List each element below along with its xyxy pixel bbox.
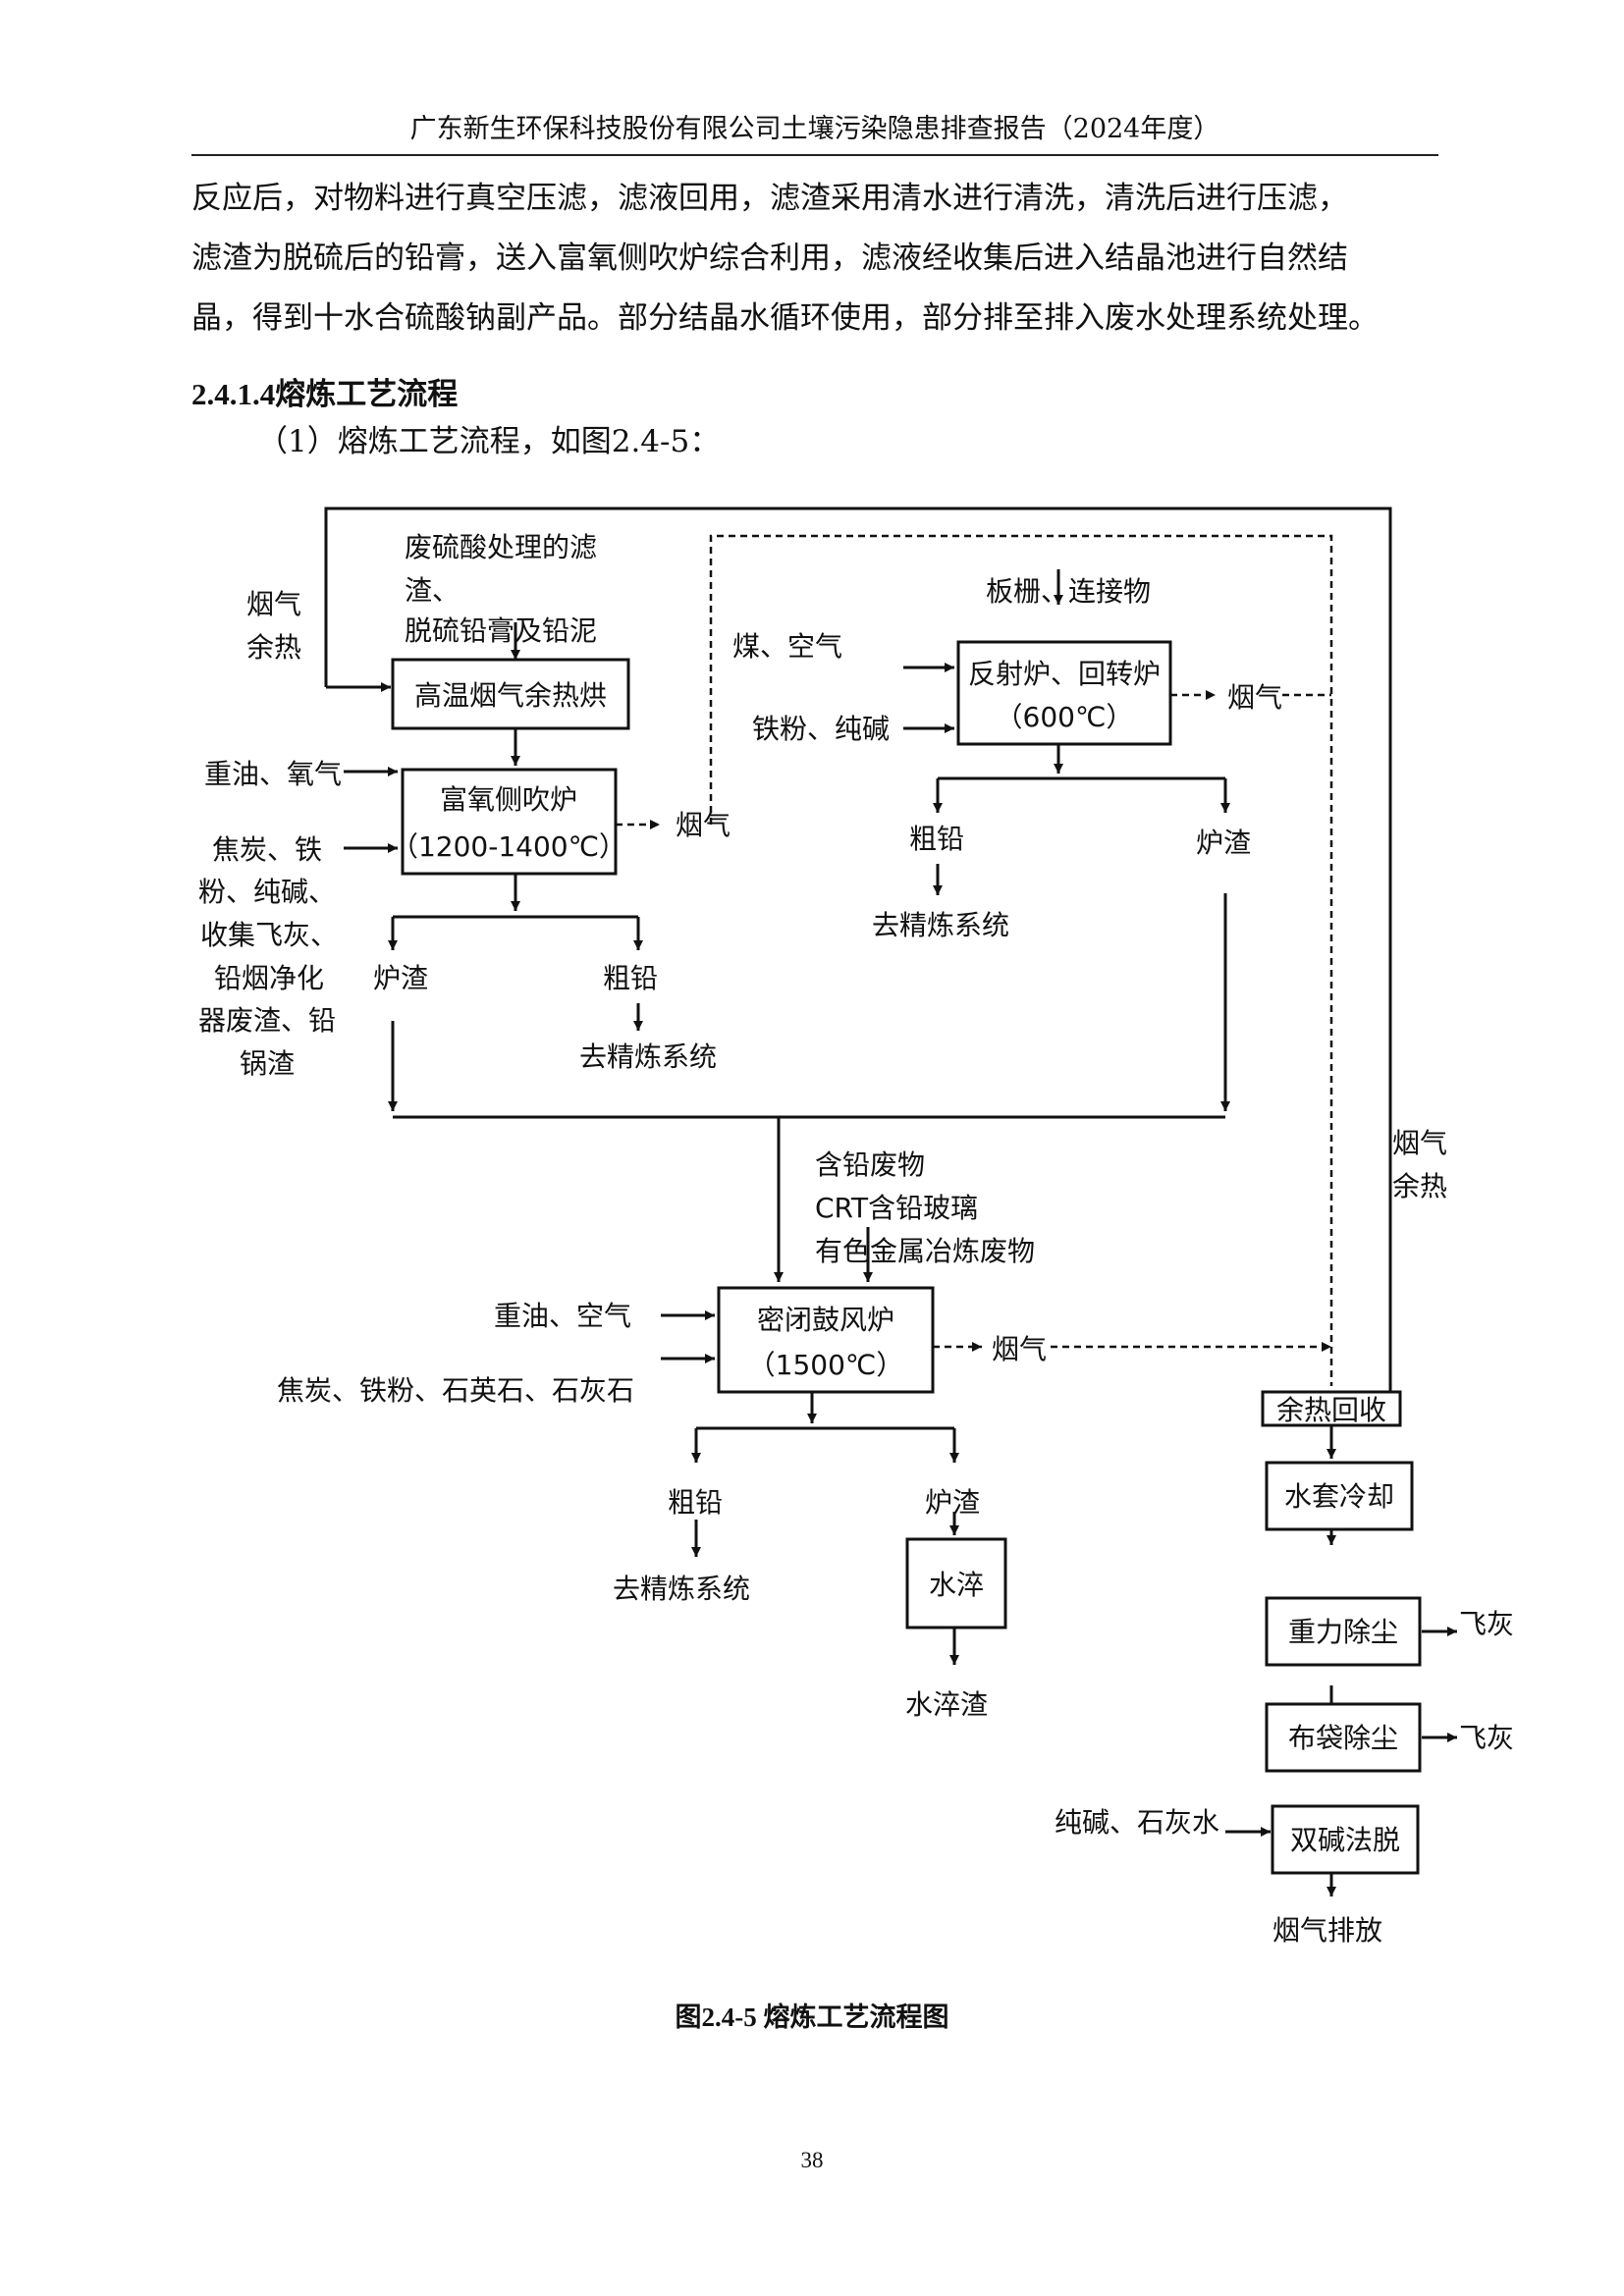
dual-alkali-label: 双碱法脱 bbox=[1290, 1824, 1400, 1856]
coke-input-label: 粉、纯碱、 bbox=[198, 876, 336, 908]
side-blown-furnace-box bbox=[401, 768, 618, 876]
quench-slag-label: 水淬渣 bbox=[905, 1688, 988, 1721]
refine-side-label: 去精炼系统 bbox=[579, 1041, 717, 1073]
refine-reverb-label: 去精炼系统 bbox=[872, 909, 1009, 941]
water-cooling-box bbox=[1265, 1461, 1414, 1531]
drying-box bbox=[391, 658, 630, 730]
side-furnace-label: 富氧侧吹炉 bbox=[440, 783, 577, 816]
crude-lead-reverb-label: 粗铅 bbox=[909, 823, 964, 855]
bag-dust-box bbox=[1265, 1702, 1422, 1773]
oil-oxygen-label: 重油、氧气 bbox=[204, 758, 342, 790]
body-line: 反应后，对物料进行真空压滤，滤液回用，滤渣采用清水进行清洗，清洗后进行压滤， bbox=[191, 181, 1348, 216]
water-cooling-label: 水套冷却 bbox=[1284, 1480, 1394, 1513]
coke-input-label: 焦炭、铁 bbox=[212, 833, 322, 866]
coke-input-label: 锅渣 bbox=[240, 1047, 295, 1080]
coke-input-label: 收集飞灰、 bbox=[200, 919, 338, 951]
reverb-furnace-label: 反射炉、回转炉 bbox=[968, 658, 1161, 690]
fly-ash-label: 飞灰 bbox=[1459, 1608, 1514, 1640]
water-quench-box bbox=[905, 1537, 1007, 1629]
gravity-dust-box bbox=[1265, 1596, 1422, 1667]
flue-heat-left-label: 烟气 bbox=[246, 588, 301, 620]
heat-recovery-box bbox=[1261, 1390, 1402, 1427]
side-furnace-temp: （1200-1400℃） bbox=[391, 830, 626, 863]
blast-furnace-label: 密闭鼓风炉 bbox=[757, 1304, 894, 1336]
body-paragraph: 反应后，对物料进行真空压滤，滤液回用，滤渣采用清水进行清洗，清洗后进行压滤， 滤… bbox=[191, 169, 1438, 348]
waste-acid-label: 渣、 bbox=[405, 574, 460, 607]
blast-furnace-temp: （1500℃） bbox=[748, 1349, 904, 1381]
section-heading: 2.4.1.4熔炼工艺流程 bbox=[191, 377, 459, 411]
gravity-dust-label: 重力除尘 bbox=[1288, 1616, 1398, 1648]
bag-dust-label: 布袋除尘 bbox=[1288, 1722, 1398, 1754]
lead-waste-label: 含铅废物 bbox=[815, 1148, 925, 1181]
iron-soda-label: 铁粉、纯碱 bbox=[752, 713, 890, 745]
emission-label: 烟气排放 bbox=[1272, 1914, 1382, 1947]
flue-heat-left-label: 余热 bbox=[246, 631, 301, 664]
crude-lead-side-label: 粗铅 bbox=[603, 962, 658, 994]
flue-heat-right-label: 烟气 bbox=[1392, 1127, 1447, 1159]
water-quench-label: 水淬 bbox=[929, 1569, 984, 1601]
flue-gas-blast-label: 烟气 bbox=[992, 1333, 1047, 1365]
coke-stone-label: 焦炭、铁粉、石英石、石灰石 bbox=[277, 1374, 634, 1407]
flue-gas-side-label: 烟气 bbox=[676, 809, 731, 841]
slag-reverb-label: 炉渣 bbox=[1196, 827, 1251, 859]
reverberatory-furnace-box bbox=[956, 640, 1172, 746]
oil-air-label: 重油、空气 bbox=[494, 1300, 631, 1332]
fly-ash-label: 飞灰 bbox=[1459, 1722, 1514, 1754]
reverb-furnace-temp: （600℃） bbox=[996, 701, 1134, 733]
drying-box-label: 高温烟气余热烘 bbox=[414, 679, 607, 712]
body-line: 晶，得到十水合硫酸钠副产品。部分结晶水循环使用，部分排至排入废水处理系统处理。 bbox=[191, 300, 1379, 336]
header-rule bbox=[191, 154, 1438, 156]
waste-acid-label: 废硫酸处理的滤 bbox=[405, 531, 597, 563]
slag-blast-label: 炉渣 bbox=[925, 1486, 980, 1519]
coal-air-label: 煤、空气 bbox=[732, 630, 842, 663]
flue-heat-right-label: 余热 bbox=[1392, 1170, 1447, 1202]
page-number: 38 bbox=[800, 2148, 824, 2172]
body-line: 滤渣为脱硫后的铅膏，送入富氧侧吹炉综合利用，滤液经收集后进入结晶池进行自然结 bbox=[191, 240, 1348, 276]
lead-waste-label: CRT含铅玻璃 bbox=[815, 1192, 978, 1224]
page-header: 广东新生环保科技股份有限公司土壤污染隐患排查报告（2024年度） bbox=[409, 114, 1220, 144]
slag-side-label: 炉渣 bbox=[373, 962, 428, 994]
coke-input-label: 铅烟净化 bbox=[214, 962, 324, 994]
heat-recovery-label: 余热回收 bbox=[1276, 1394, 1386, 1426]
dual-alkali-box bbox=[1271, 1804, 1420, 1875]
blast-furnace-box bbox=[717, 1286, 935, 1394]
coke-input-label: 器废渣、铅 bbox=[198, 1004, 336, 1037]
grid-label: 板栅、连接物 bbox=[986, 575, 1151, 608]
crude-lead-blast-label: 粗铅 bbox=[668, 1486, 723, 1519]
subsection-text: （1）熔炼工艺流程，如图2.4-5： bbox=[257, 424, 721, 459]
lead-waste-label: 有色金属冶炼废物 bbox=[815, 1235, 1035, 1267]
refine-blast-label: 去精炼系统 bbox=[613, 1573, 750, 1605]
waste-acid-label: 脱硫铅膏及铅泥 bbox=[405, 614, 597, 647]
flue-gas-reverb-label: 烟气 bbox=[1227, 681, 1282, 714]
soda-lime-label: 纯碱、石灰水 bbox=[1055, 1806, 1219, 1839]
figure-caption: 图2.4-5 熔炼工艺流程图 bbox=[675, 2002, 949, 2032]
